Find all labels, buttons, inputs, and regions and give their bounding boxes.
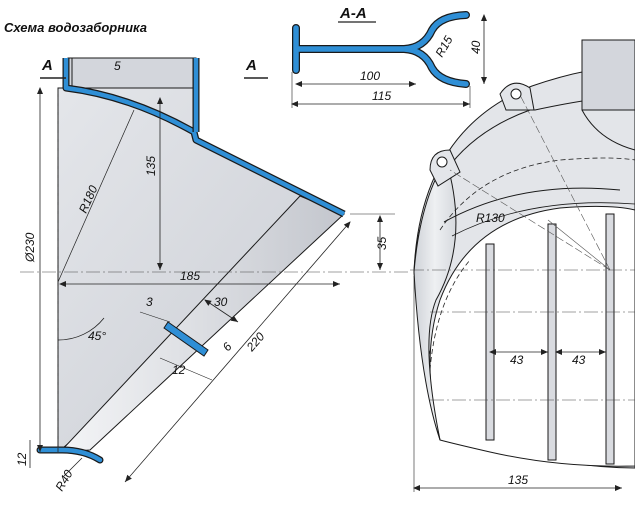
dim-section-40: 40 — [469, 40, 483, 54]
section-profile — [293, 12, 469, 87]
dim-height-35: 35 — [375, 236, 389, 250]
dim-section-r15: R15 — [432, 33, 455, 59]
dim-bottom-12: 12 — [15, 452, 29, 466]
rib-1 — [485, 243, 495, 441]
front-view: R130 43 43 135 — [410, 39, 635, 492]
dim-diameter-230: Ø230 — [23, 232, 37, 263]
dim-slot-12: 12 — [172, 363, 186, 377]
dim-section-100: 100 — [360, 69, 380, 83]
dim-rib-43-a: 43 — [510, 353, 524, 367]
side-view: А А Ø230 135 R180 185 35 220 30 3 6 12 4… — [15, 57, 410, 494]
diagram-title: Схема водозаборника — [4, 20, 147, 35]
dim-slot-3: 3 — [146, 295, 153, 309]
section-view: А-А 100 115 R15 40 — [291, 5, 487, 108]
dim-section-115: 115 — [372, 89, 391, 103]
pipe-stub — [67, 57, 197, 89]
cut-mark-left: А — [41, 57, 53, 74]
bottom-lip-profile — [37, 447, 103, 463]
rib-3 — [605, 213, 615, 465]
dim-radius-130: R130 — [476, 211, 505, 225]
dim-top-5: 5 — [114, 59, 121, 73]
dim-width-135: 135 — [508, 473, 528, 487]
dim-height-135: 135 — [144, 156, 158, 176]
mouth-opening — [429, 205, 635, 467]
front-pipe — [581, 39, 635, 111]
cut-mark-right: А — [245, 57, 257, 74]
dim-length-220: 220 — [243, 329, 268, 354]
dim-slot-30: 30 — [214, 295, 228, 309]
dim-width-185: 185 — [180, 269, 200, 283]
rib-2 — [547, 223, 557, 461]
section-title: А-А — [339, 5, 367, 22]
dim-radius-40: R40 — [52, 467, 75, 493]
dim-slot-6: 6 — [220, 340, 235, 354]
dim-angle-45: 45° — [88, 329, 106, 343]
dim-rib-43-b: 43 — [572, 353, 586, 367]
